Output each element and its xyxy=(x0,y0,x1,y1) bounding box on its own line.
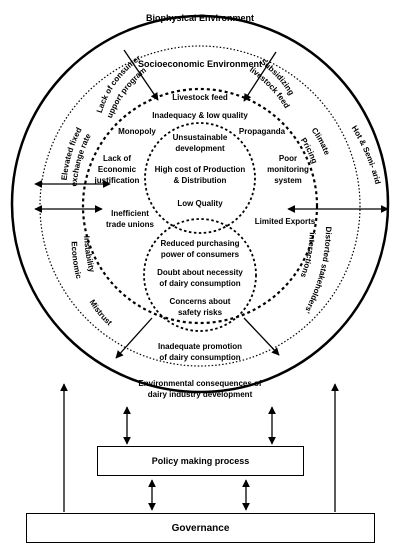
inadequate-promotion-label-1: Inadequate promotion xyxy=(158,342,242,351)
policy-making-process-label: Policy making process xyxy=(151,456,250,466)
lack-consumer-support-label-2: support programs xyxy=(0,0,148,119)
poor-monitoring-label-3: system xyxy=(274,176,302,185)
biophysical-environment-label: Biophysical Environment xyxy=(146,13,254,23)
governance-label: Governance xyxy=(171,522,230,534)
safety-concerns-label-1: Concerns about xyxy=(170,297,231,306)
limited-exports-label: Limited Exports xyxy=(255,217,316,226)
propaganda-label: Propaganda xyxy=(239,127,286,136)
low-quality-label: Low Quality xyxy=(177,199,223,208)
arrow-subsidizing xyxy=(243,51,277,102)
inefficient-unions-label-2: trade unions xyxy=(106,220,155,229)
inadequate-promotion-label-2: of dairy consumption xyxy=(159,353,240,362)
distribution-label: & Distribution xyxy=(174,176,227,185)
poor-monitoring-label-2: monitoring xyxy=(267,165,309,174)
governance-box: Governance xyxy=(26,513,375,543)
arrow-to-mistrust xyxy=(115,317,153,359)
safety-concerns-label-2: safety risks xyxy=(178,308,223,317)
policy-making-process-box: Policy making process xyxy=(97,446,304,476)
development-label: development xyxy=(175,144,225,153)
high-cost-label: High cost of Production xyxy=(155,165,246,174)
poor-monitoring-label-1: Poor xyxy=(279,154,297,163)
instability-label: Instability xyxy=(82,236,97,274)
lack-economic-label-1: Lack of xyxy=(103,154,131,163)
lower-inner-circle xyxy=(143,218,257,332)
socioeconomic-environment-label: Socioeconomic Environment xyxy=(138,59,262,69)
reduced-purchasing-label-1: Reduced purchasing xyxy=(160,239,239,248)
mistrust-label: Mistrust xyxy=(88,298,114,328)
doubt-necessity-label-2: of dairy consumption xyxy=(159,279,240,288)
lack-economic-label-3: justification xyxy=(94,176,140,185)
upper-inner-circle xyxy=(144,122,256,234)
biophysical-environment-ring xyxy=(10,14,390,394)
arrow-consumer-support xyxy=(123,49,159,101)
hot-semi-arid-label: Hot & Semi- arid xyxy=(350,124,383,185)
unsustainable-label: Unsustainable xyxy=(173,133,228,142)
doubt-necessity-label-1: Doubt about necessity xyxy=(157,268,243,277)
environmental-consequences-label-2: dairy industry development xyxy=(148,390,253,399)
reduced-purchasing-label-2: power of consumers xyxy=(161,250,240,259)
inadequacy-label: Inadequacy & low quality xyxy=(152,111,248,120)
lack-economic-label-2: Economic xyxy=(98,165,137,174)
interactions-label: interactions xyxy=(298,232,316,279)
livestock-feed-label: Livestock feed xyxy=(172,93,228,102)
environmental-consequences-label-1: Environmental consequences of xyxy=(138,379,261,388)
economic-label: Economic xyxy=(70,241,84,280)
inefficient-unions-label-1: Inefficient xyxy=(111,209,149,218)
arrow-to-distorted xyxy=(243,317,280,356)
monopoly-label: Monopoly xyxy=(118,127,156,136)
